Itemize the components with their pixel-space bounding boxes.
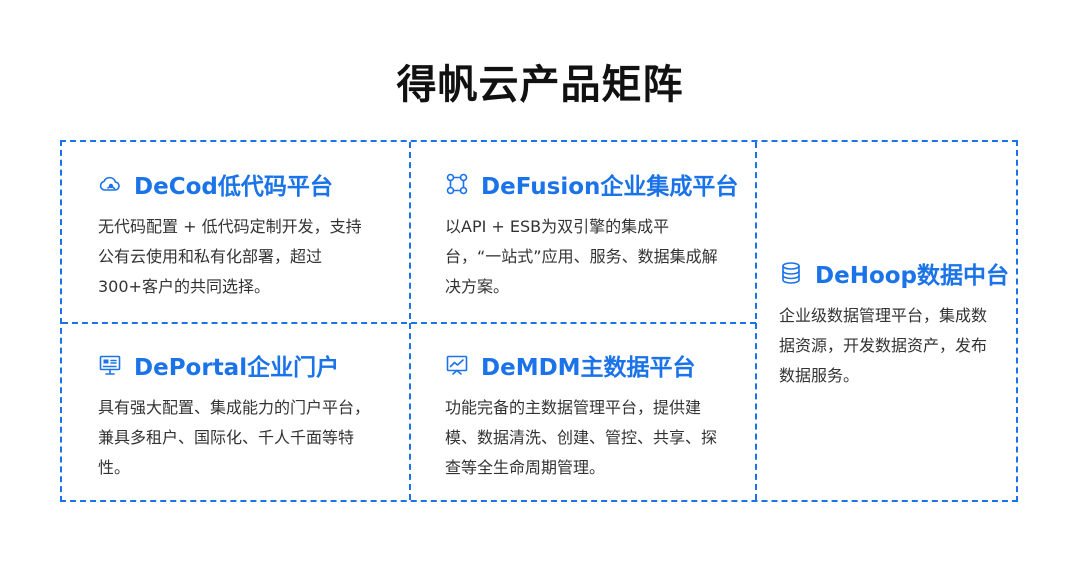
- grid-divider-vertical-2: [755, 142, 757, 500]
- product-title: DePortal企业门户: [134, 355, 340, 381]
- database-icon: [779, 261, 803, 285]
- product-description: 企业级数据管理平台，集成数据资源，开发数据资产，发布数据服务。: [779, 306, 988, 385]
- grid-divider-vertical-1: [409, 142, 411, 500]
- page-title: 得帆云产品矩阵: [396, 62, 684, 108]
- product-title: DeMDM主数据平台: [481, 355, 696, 381]
- cloud-network-icon: [98, 172, 122, 196]
- product-card-deportal[interactable]: DePortal企业门户 具有强大配置、集成能力的门户平台，兼具多租户、国际化、…: [98, 349, 374, 483]
- monitor-portal-icon: [98, 353, 122, 377]
- product-description: 以API + ESB为双引擎的集成平台，“一站式”应用、服务、数据集成解决方案。: [445, 217, 718, 296]
- product-description: 无代码配置 + 低代码定制开发，支持公有云使用和私有化部署，超过300+客户的共…: [98, 217, 362, 296]
- product-card-decod[interactable]: DeCod低代码平台 无代码配置 + 低代码定制开发，支持公有云使用和私有化部署…: [98, 168, 374, 302]
- product-title: DeFusion企业集成平台: [481, 174, 739, 200]
- product-card-header: DeHoop数据中台: [779, 257, 1009, 289]
- product-description: 具有强大配置、集成能力的门户平台，兼具多租户、国际化、千人千面等特性。: [98, 398, 371, 477]
- product-title: DeHoop数据中台: [815, 263, 1010, 289]
- product-card-header: DeMDM主数据平台: [445, 349, 725, 381]
- product-matrix-grid: DeCod低代码平台 无代码配置 + 低代码定制开发，支持公有云使用和私有化部署…: [60, 140, 1018, 502]
- product-card-header: DePortal企业门户: [98, 349, 374, 381]
- chart-board-icon: [445, 353, 469, 377]
- product-title: DeCod低代码平台: [134, 174, 333, 200]
- product-card-dehoop[interactable]: DeHoop数据中台 企业级数据管理平台，集成数据资源，开发数据资产，发布数据服…: [779, 257, 1009, 391]
- node-graph-icon: [445, 172, 469, 196]
- product-card-defusion[interactable]: DeFusion企业集成平台 以API + ESB为双引擎的集成平台，“一站式”…: [445, 168, 738, 302]
- product-description: 功能完备的主数据管理平台，提供建模、数据清洗、创建、管控、共享、探查等全生命周期…: [445, 398, 718, 477]
- product-card-header: DeFusion企业集成平台: [445, 168, 738, 200]
- product-card-demdm[interactable]: DeMDM主数据平台 功能完备的主数据管理平台，提供建模、数据清洗、创建、管控、…: [445, 349, 725, 483]
- grid-divider-horizontal: [62, 322, 756, 324]
- product-card-header: DeCod低代码平台: [98, 168, 374, 200]
